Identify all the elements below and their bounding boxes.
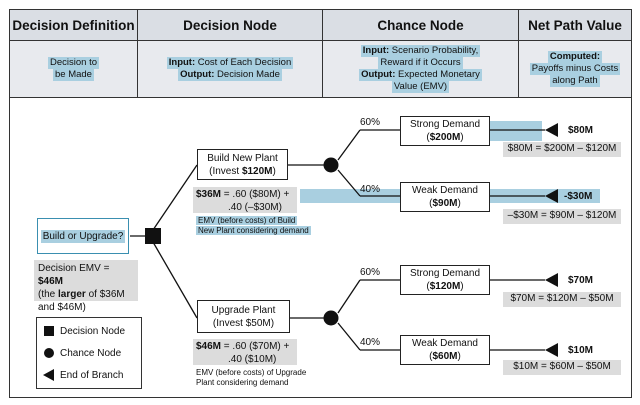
prob-upgrade-weak: 40%: [360, 337, 381, 348]
end-branch-build-weak: [545, 189, 558, 203]
prob-upgrade-strong: 60%: [360, 267, 381, 278]
calc-upgrade-weak: $10M = $60M – $50M: [503, 360, 621, 375]
payoff-upgrade-weak: $10M: [568, 345, 594, 356]
outcome-upgrade-strong: Strong Demand ($120M): [400, 265, 490, 295]
legend-end-of-branch: End of Branch: [60, 370, 124, 381]
decision-node-square: [145, 228, 161, 244]
payoff-build-weak: -$30M: [564, 191, 593, 202]
upgrade-emv-calc: $46M = .60 ($70M) + .40 ($10M): [193, 339, 297, 365]
legend-triangle-icon: [43, 369, 54, 381]
definition-decision-node: Input: Cost of Each Decision Output: Dec…: [137, 41, 323, 98]
definition-decision: Decision to be Made: [9, 41, 138, 98]
header-net-path-value: Net Path Value: [518, 9, 632, 41]
calc-build-strong: $80M = $200M – $120M: [503, 142, 621, 157]
end-branch-upgrade-weak: [545, 343, 558, 357]
outcome-build-weak: Weak Demand ($90M): [400, 182, 490, 212]
calc-build-weak: –$30M = $90M – $120M: [503, 209, 621, 224]
end-branch-build-strong: [545, 123, 558, 137]
header-chance-node: Chance Node: [322, 9, 519, 41]
chance-node-build: [323, 157, 339, 173]
build-emv-calc: $36M = .60 ($80M) + .40 (–$30M): [193, 187, 297, 213]
legend-square-icon: [44, 326, 54, 336]
legend-circle-icon: [44, 348, 54, 358]
legend-decision-node: Decision Node: [60, 326, 126, 337]
header-decision-node: Decision Node: [137, 9, 323, 41]
legend-box: [36, 317, 142, 389]
header-decision-definition: Decision Definition: [9, 9, 138, 41]
root-emv-note: Decision EMV = $46M (the larger of $36M …: [34, 260, 138, 313]
end-branch-upgrade-strong: [545, 273, 558, 287]
definition-chance-node: Input: Scenario Probability, Reward if i…: [322, 41, 519, 98]
upgrade-plant-box: Upgrade Plant (Invest $50M): [197, 300, 290, 333]
upgrade-emv-note: EMV (before costs) of Upgrade Plant cons…: [196, 368, 307, 387]
outcome-build-strong: Strong Demand ($200M): [400, 116, 490, 146]
tree-panel: [9, 98, 632, 398]
chance-node-upgrade: [323, 310, 339, 326]
payoff-upgrade-strong: $70M: [568, 275, 594, 286]
legend-chance-node: Chance Node: [60, 348, 122, 359]
build-new-plant-box: Build New Plant (Invest $120M): [197, 149, 288, 180]
outcome-upgrade-weak: Weak Demand ($60M): [400, 335, 490, 365]
payoff-build-strong: $80M: [568, 125, 594, 136]
root-decision-box: Build or Upgrade?: [37, 218, 129, 254]
prob-build-weak: 40%: [360, 184, 381, 195]
calc-upgrade-strong: $70M = $120M – $50M: [503, 292, 621, 307]
definition-net-path-value: Computed: Payoffs minus Costs along Path: [518, 41, 632, 98]
build-emv-note: EMV (before costs) of Build New Plant co…: [196, 216, 311, 235]
prob-build-strong: 60%: [360, 117, 381, 128]
